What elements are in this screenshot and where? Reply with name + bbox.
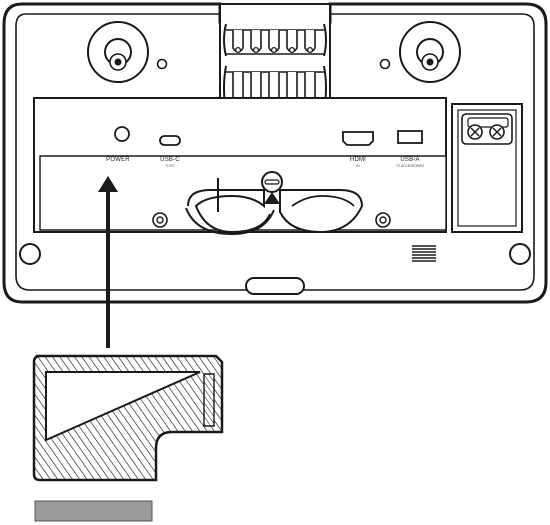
hdmi-port xyxy=(342,131,374,146)
clip-hole xyxy=(288,46,296,54)
screw-hole-lower-right xyxy=(375,212,391,228)
vent-grille xyxy=(412,245,436,262)
hatched-cover-icon xyxy=(32,354,224,482)
port-label-usba: USB-A xyxy=(400,157,419,163)
corner-hole-left xyxy=(19,243,41,265)
screw-icon xyxy=(467,124,483,140)
mount-hole-right xyxy=(399,21,461,83)
port-label-usbc: USB-C xyxy=(160,157,180,163)
terminal-block xyxy=(451,103,523,233)
cable-knob xyxy=(261,171,283,204)
clip-hole xyxy=(234,46,242,54)
usb-a-port xyxy=(397,130,423,144)
cable-channel-left xyxy=(185,189,275,236)
cable-channel-right xyxy=(279,189,364,234)
bottom-slot xyxy=(245,277,305,295)
port-label-hdmi: HDMI xyxy=(350,157,366,163)
port-sublabel-usba: TO ACCESSORIES xyxy=(396,164,424,168)
screw-hole-small-left xyxy=(156,58,168,70)
screw-hole-small-right xyxy=(379,58,391,70)
clip-hole xyxy=(306,46,314,54)
corner-hole-right xyxy=(509,243,531,265)
clip-bracket xyxy=(223,23,327,111)
port-sublabel-hdmi: IN xyxy=(356,164,360,168)
screw-hole-lower-left xyxy=(152,212,168,228)
port-label-power: POWER xyxy=(106,157,130,163)
usb-c-port xyxy=(159,135,181,146)
clip-hole xyxy=(270,46,278,54)
legend-bar xyxy=(34,500,153,522)
up-arrow xyxy=(98,176,118,348)
mount-hole-left xyxy=(87,21,149,83)
power-port xyxy=(114,126,130,142)
port-sublabel-usbc: TO PC xyxy=(165,164,175,168)
screw-icon xyxy=(489,124,505,140)
clip-hole xyxy=(252,46,260,54)
